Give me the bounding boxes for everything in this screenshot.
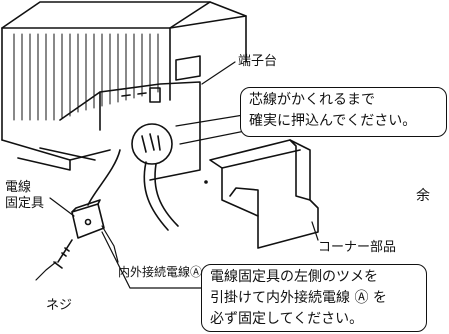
screw-label: ネジ (46, 298, 73, 313)
indoor-unit (1, 1, 247, 231)
connecting-cable-label: 内外接続電線Ⓐ (118, 265, 203, 279)
cut-text: 余 (416, 188, 430, 204)
callout-line: 必ず固定してください。 (210, 311, 364, 327)
clamp-callout: 電線固定具の左側のツメを 引掛けて内外接続電線 Ⓐ を 必ず固定してください。 (201, 264, 427, 332)
corner-part (209, 139, 319, 249)
callout-line: 電線固定具の左側のツメを (210, 269, 378, 285)
terminal-block-label: 端子台 (238, 54, 278, 69)
callout-line: 芯線がかくれるまで (249, 92, 375, 108)
cable-clamp-label-line: 電線 (5, 180, 32, 195)
cable-clamp-label-line: 固定具 (5, 196, 45, 211)
press-in-callout: 芯線がかくれるまで 確実に押込んでください。 (240, 87, 447, 137)
cable-clamp (71, 199, 105, 239)
corner-part-label: コーナー部品 (318, 240, 397, 255)
screw (53, 239, 73, 269)
callout-line: 引掛けて内外接続電線 Ⓐ を (210, 290, 387, 306)
callout-line: 確実に押込んでください。 (249, 113, 417, 129)
cable-clamp-label: 電線 固定具 (5, 180, 44, 212)
